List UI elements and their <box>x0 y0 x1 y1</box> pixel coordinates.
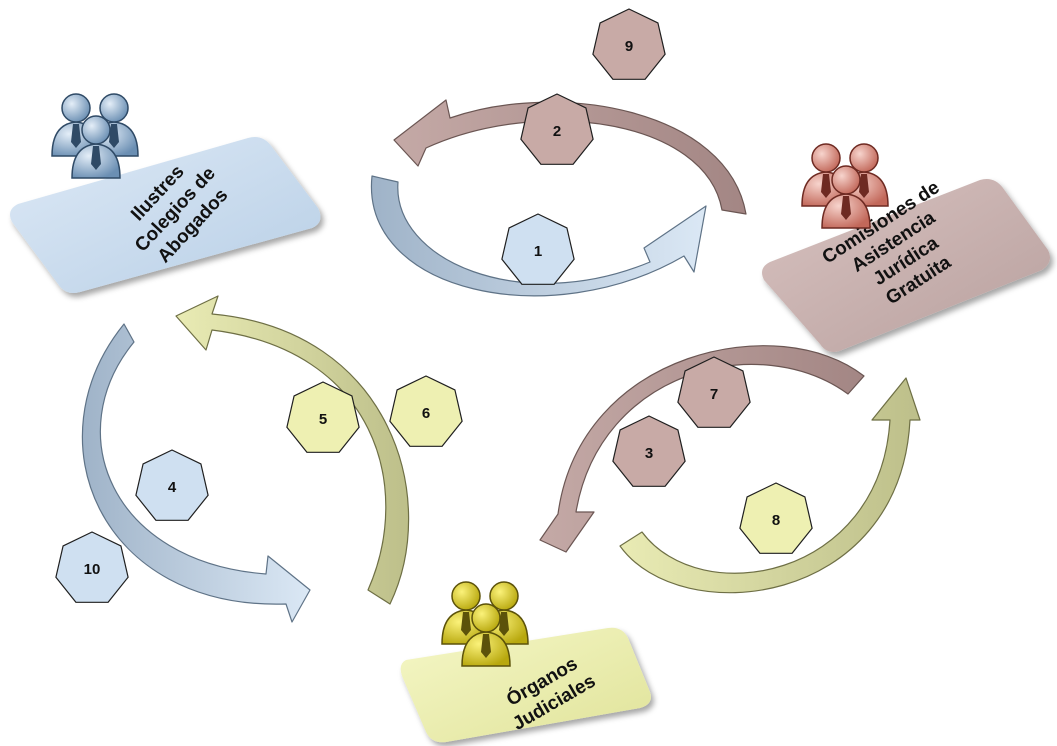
arrow-brown-top <box>393 99 747 215</box>
step-badge-1: 1 <box>501 213 575 285</box>
step-badge-6: 6 <box>389 375 463 447</box>
arrow-blue-left <box>81 323 311 623</box>
steps-layer: 1 2 3 4 5 6 7 8 9 10 <box>55 8 813 603</box>
arrow-yellow-right <box>619 377 921 594</box>
step-label: 10 <box>84 561 101 578</box>
people-icon-blue <box>51 93 139 179</box>
step-label: 2 <box>553 123 561 140</box>
step-label: 5 <box>319 411 327 428</box>
entity-card-organos: Órganos Judiciales <box>400 627 651 743</box>
step-badge-10: 10 <box>55 531 129 603</box>
step-badge-7: 7 <box>677 356 751 428</box>
arrow-yellow-left <box>175 295 410 605</box>
step-heptagon <box>501 213 575 285</box>
people-icon-yellow <box>441 581 529 667</box>
step-label: 4 <box>168 479 177 496</box>
step-label: 3 <box>645 445 653 462</box>
step-badge-2: 2 <box>520 93 594 165</box>
step-heptagon <box>612 415 686 487</box>
step-heptagon <box>55 531 129 603</box>
step-label: 7 <box>710 386 718 403</box>
step-heptagon <box>389 375 463 447</box>
step-badge-5: 5 <box>286 381 360 453</box>
arrow-blue-top <box>370 175 707 297</box>
cycle-top <box>370 99 747 297</box>
entity-card-colegios: Ilustres Colegios de Abogados <box>10 137 321 293</box>
step-heptagon <box>677 356 751 428</box>
step-heptagon <box>286 381 360 453</box>
people-icon-red <box>801 143 889 229</box>
step-badge-8: 8 <box>739 482 813 554</box>
step-badge-4: 4 <box>135 449 209 521</box>
step-label: 8 <box>772 512 780 529</box>
step-label: 6 <box>422 405 430 422</box>
arrow-brown-right <box>539 345 865 553</box>
cycle-left <box>81 295 410 623</box>
step-heptagon <box>739 482 813 554</box>
step-badge-3: 3 <box>612 415 686 487</box>
cycle-right <box>539 345 921 594</box>
step-label: 1 <box>534 243 542 260</box>
step-label: 9 <box>625 38 633 55</box>
step-heptagon <box>592 8 666 80</box>
step-heptagon <box>135 449 209 521</box>
step-heptagon <box>520 93 594 165</box>
step-badge-9: 9 <box>592 8 666 80</box>
